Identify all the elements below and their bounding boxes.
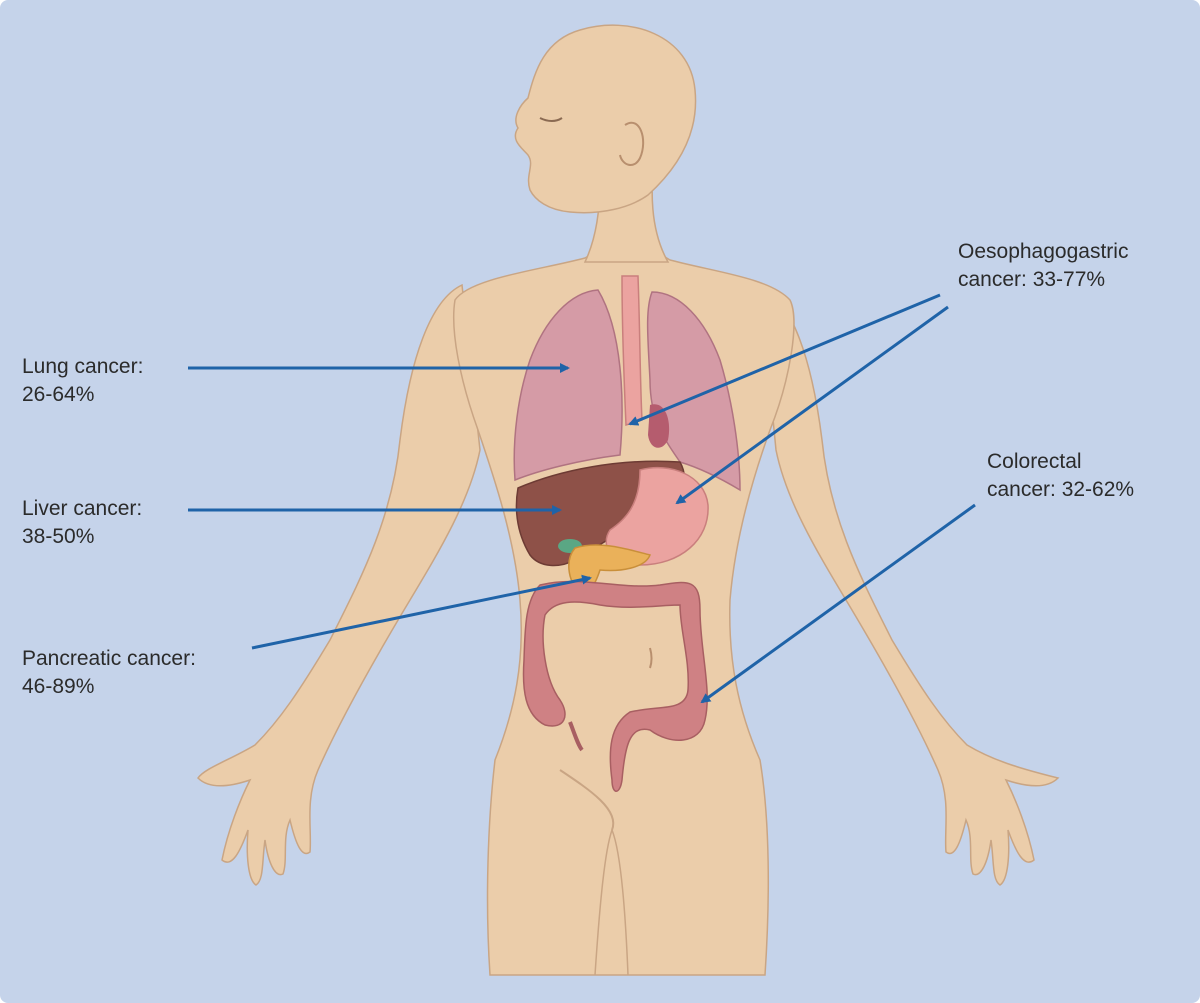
oesophagogastric-arrow-2: [675, 305, 949, 505]
right-lung: [646, 291, 741, 492]
pancreatic-cancer-label: Pancreatic cancer: 46-89%: [22, 645, 196, 701]
colorectal-arrow: [700, 503, 976, 704]
head: [514, 24, 697, 214]
lung-cancer-label-line2: 26-64%: [22, 383, 95, 406]
lung-cancer-label-line1: Lung cancer:: [22, 355, 144, 378]
liver-cancer-label-line1: Liver cancer:: [22, 497, 143, 520]
oesophagogastric-cancer-label-line2: cancer: 33-77%: [958, 268, 1106, 291]
groin-line: [559, 769, 615, 831]
oesophagogastric-cancer-label: Oesophagogastric cancer: 33-77%: [958, 238, 1128, 294]
organs: [513, 275, 741, 792]
liver-cancer-label: Liver cancer: 38-50%: [22, 495, 142, 551]
stomach: [605, 466, 709, 566]
appendix: [568, 721, 584, 752]
oesophagus: [621, 275, 643, 427]
lung-cancer-label: Lung cancer: 26-64%: [22, 353, 143, 409]
pancreatic-arrow: [251, 574, 592, 650]
arrows: [188, 293, 976, 704]
right-arm: [759, 283, 1060, 886]
eye: [539, 117, 563, 122]
left-arm: [197, 283, 481, 886]
colorectal-cancer-label-line1: Colorectal: [987, 450, 1082, 473]
left-lung: [513, 289, 623, 482]
oesophagogastric-cancer-label-line1: Oesophagogastric: [958, 240, 1129, 263]
colorectal-cancer-label-line2: cancer: 32-62%: [987, 478, 1135, 501]
liver-cancer-label-line2: 38-50%: [22, 525, 95, 548]
ear: [619, 121, 645, 166]
colon: [522, 580, 708, 792]
pancreatic-cancer-label-line1: Pancreatic cancer:: [22, 647, 196, 670]
oesophagogastric-arrow-1: [628, 293, 941, 426]
colorectal-cancer-label: Colorectal cancer: 32-62%: [987, 448, 1134, 504]
pancreatic-cancer-label-line2: 46-89%: [22, 675, 95, 698]
navel: [649, 647, 653, 669]
